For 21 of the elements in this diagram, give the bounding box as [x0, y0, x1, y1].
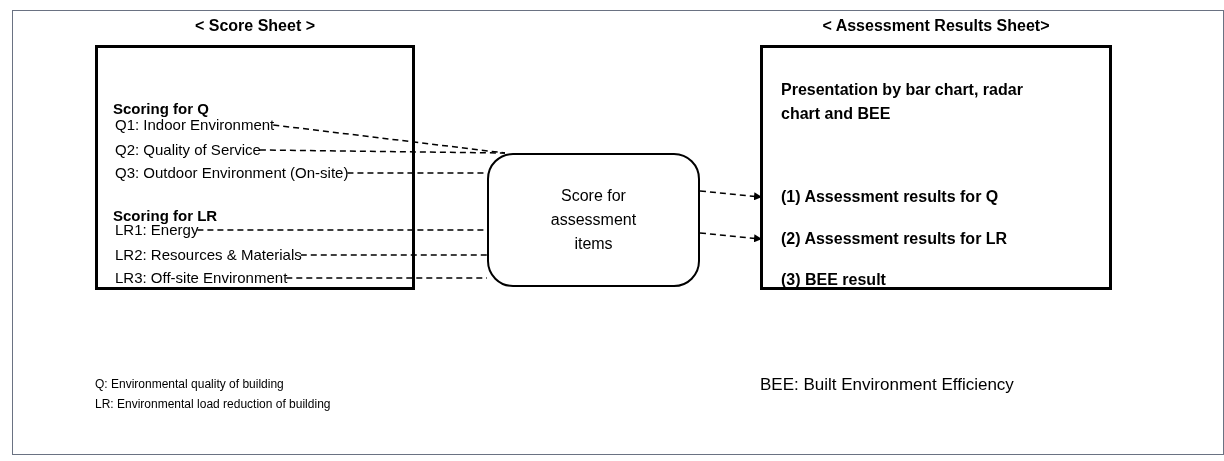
list-item: Q3: Outdoor Environment (On-site)	[115, 162, 349, 184]
section-heading: Scoring for Q	[113, 99, 209, 119]
list-item: (1) Assessment results for Q	[763, 184, 1115, 210]
dashed-connector	[259, 149, 506, 154]
note-text: Q: Environmental quality of building	[95, 376, 284, 393]
dashed-arrow	[699, 232, 762, 243]
section-heading: Scoring for LR	[113, 206, 218, 225]
rounded-process-box: Score for assessment items	[487, 153, 700, 287]
section-heading: Presentation by bar chart, radar chart and BEE	[781, 80, 1024, 124]
note-text: BEE: Built Environment Efficiency	[760, 374, 1014, 396]
list-item: (3) BEE result	[763, 267, 1115, 293]
list-item: LR2: Resources & Materials	[115, 244, 302, 266]
list-item: LR3: Off-site Environment	[115, 267, 288, 289]
note-text: LR: Environmental load reduction of building	[95, 396, 331, 413]
sheet-heading: < Assessment Results Sheet>	[821, 16, 1051, 36]
list-item: (2) Assessment results for LR	[763, 226, 1115, 252]
dashed-connector	[285, 277, 488, 279]
dashed-arrow	[699, 190, 762, 201]
dashed-connector	[300, 254, 488, 256]
list-item: Q2: Quality of Service	[115, 139, 261, 161]
sheet-heading: < Score Sheet >	[193, 16, 317, 36]
